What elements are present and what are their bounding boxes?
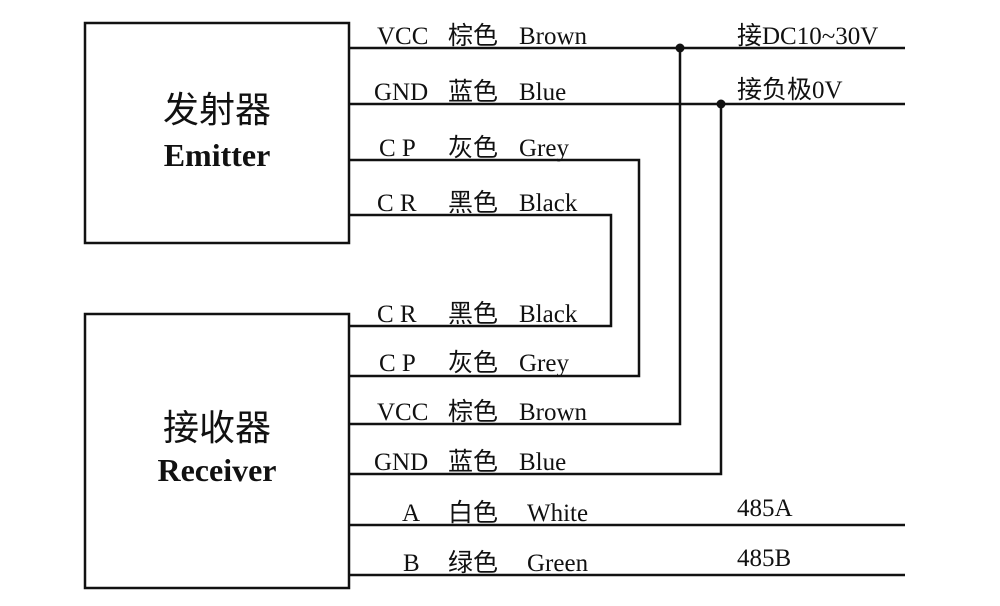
svg-text:Green: Green [527, 550, 589, 577]
svg-text:蓝色: 蓝色 [448, 448, 498, 476]
svg-text:绿色: 绿色 [448, 549, 498, 577]
receiver-title-en: Receiver [157, 452, 276, 488]
svg-text:GND: GND [374, 79, 428, 106]
cr-link-wire [349, 213, 613, 328]
receiver-wire-label-b: B 绿色 Green [403, 549, 589, 577]
receiver-box [83, 312, 351, 590]
receiver-wire-label-cp: C P 灰色 Grey [379, 349, 569, 377]
svg-text:B: B [403, 550, 420, 577]
svg-text:棕色: 棕色 [448, 398, 498, 426]
emitter-wire-label-gnd: GND 蓝色 Blue [374, 78, 566, 106]
emitter-box [83, 21, 351, 245]
svg-text:VCC: VCC [377, 23, 428, 50]
terminal-485b: 485B [737, 545, 791, 572]
svg-text:C P: C P [379, 350, 416, 377]
svg-text:Blue: Blue [519, 449, 566, 476]
vcc-junction-dot [675, 43, 685, 53]
receiver-title-cn: 接收器 [163, 408, 271, 449]
cp-link-wire [349, 158, 641, 378]
svg-text:C R: C R [377, 190, 417, 217]
emitter-wire-label-cr: C R 黑色 Black [377, 189, 578, 217]
svg-text:C R: C R [377, 301, 417, 328]
svg-text:Blue: Blue [519, 79, 566, 106]
svg-text:黑色: 黑色 [448, 300, 498, 328]
svg-text:GND: GND [374, 449, 428, 476]
svg-text:A: A [402, 500, 420, 527]
emitter-title-en: Emitter [164, 137, 271, 173]
terminal-power-positive: 接DC10~30V [737, 22, 878, 50]
svg-text:Grey: Grey [519, 135, 569, 162]
receiver-gnd-wire [349, 104, 723, 476]
svg-text:灰色: 灰色 [448, 349, 498, 377]
svg-text:棕色: 棕色 [448, 22, 498, 50]
receiver-wire-label-vcc: VCC 棕色 Brown [377, 398, 588, 426]
receiver-wire-label-a: A 白色 White [402, 499, 588, 527]
receiver-wire-label-gnd: GND 蓝色 Blue [374, 448, 566, 476]
svg-text:C P: C P [379, 135, 416, 162]
svg-text:蓝色: 蓝色 [448, 78, 498, 106]
svg-text:灰色: 灰色 [448, 134, 498, 162]
svg-text:Grey: Grey [519, 350, 569, 377]
emitter-title-cn: 发射器 [163, 90, 271, 131]
terminal-power-negative: 接负极0V [737, 76, 843, 104]
terminal-485a: 485A [737, 495, 793, 522]
svg-text:黑色: 黑色 [448, 189, 498, 217]
svg-text:Black: Black [519, 301, 578, 328]
emitter-wire-label-vcc: VCC 棕色 Brown [377, 22, 588, 50]
svg-text:White: White [527, 500, 588, 527]
receiver-vcc-wire [349, 48, 682, 426]
svg-text:Brown: Brown [519, 399, 588, 426]
emitter-wire-label-cp: C P 灰色 Grey [379, 134, 569, 162]
svg-text:Black: Black [519, 190, 578, 217]
receiver-wire-label-cr: C R 黑色 Black [377, 300, 578, 328]
gnd-junction-dot [716, 99, 726, 109]
svg-text:VCC: VCC [377, 399, 428, 426]
svg-text:白色: 白色 [448, 499, 498, 527]
svg-text:Brown: Brown [519, 23, 588, 50]
